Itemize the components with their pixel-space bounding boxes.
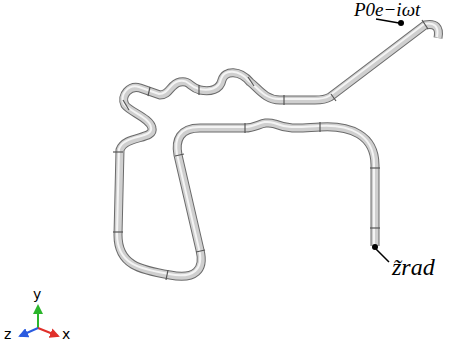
leader-lines — [372, 19, 404, 262]
formula-label: z̃rad — [392, 254, 435, 280]
axis-label: x — [62, 327, 70, 342]
formula-label: P0e−iωt — [354, 0, 420, 21]
axis-label: y — [33, 287, 41, 302]
axis-triad — [20, 306, 58, 336]
segment-joints — [113, 20, 428, 280]
axis-label: z — [4, 327, 11, 342]
pipe — [113, 20, 438, 280]
